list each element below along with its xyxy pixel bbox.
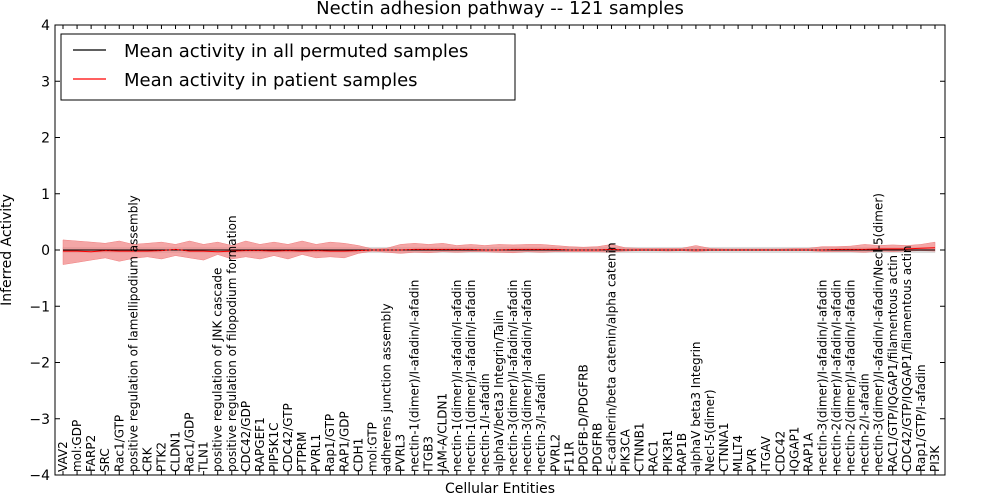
x-tick-label: nectin-3(dimer)/I-afadin/I-afadin bbox=[506, 280, 520, 472]
x-tick-label: nectin-1/I-afadin bbox=[478, 373, 492, 472]
x-tick-label: E-cadherin/beta catenin/alpha catenin bbox=[605, 242, 619, 472]
x-tick-label: PIK3R1 bbox=[661, 430, 675, 472]
x-tick-label: RAC1 bbox=[647, 440, 661, 472]
x-tick-label: ITGAV bbox=[759, 435, 773, 472]
x-tick-label: MLLT4 bbox=[731, 435, 745, 472]
x-tick-label: PI3K bbox=[928, 445, 942, 472]
y-tick-label: 4 bbox=[41, 18, 50, 34]
x-tick-label: JAM-A/CLDN1 bbox=[436, 393, 450, 473]
x-tick-label: mol:GDP bbox=[70, 420, 84, 472]
x-tick-label: PDGFRB bbox=[590, 423, 604, 472]
x-tick-label: nectin-2(dimer)/I-afadin/I-afadin bbox=[830, 280, 844, 472]
x-tick-label: positive regulation of filopodium format… bbox=[225, 215, 239, 472]
x-tick-label: alphaV/beta3 Integrin/Talin bbox=[492, 310, 506, 472]
y-tick-label: 2 bbox=[41, 131, 50, 147]
x-tick-label: RAP1/GDP bbox=[337, 411, 351, 472]
x-tick-label: RAP1B bbox=[675, 433, 689, 472]
x-tick-label: CDH1 bbox=[351, 438, 365, 472]
x-tick-label: Rap1/GTP bbox=[323, 414, 337, 472]
bands bbox=[62, 239, 936, 265]
x-tick-label: CTNNB1 bbox=[633, 422, 647, 472]
legend: Mean activity in all permuted samples Me… bbox=[60, 33, 516, 101]
x-tick-label: CTNNA1 bbox=[717, 422, 731, 472]
y-tick-label: −2 bbox=[29, 356, 50, 372]
x-tick-label: Rap1/GTP/I-afadin bbox=[914, 364, 928, 472]
x-tick-label: nectin-3/I-afadin bbox=[534, 373, 548, 472]
x-tick-label: nectin-3(dimer)/I-afadin/I-afadin/Necl-5… bbox=[872, 193, 886, 472]
y-tick-label: −4 bbox=[29, 468, 50, 484]
x-tick-label: nectin-2(dimer)/I-afadin/I-afadin bbox=[844, 280, 858, 472]
x-tick-label: CLDN1 bbox=[169, 431, 183, 472]
x-tick-label: TLN1 bbox=[197, 441, 211, 473]
x-tick-label: PDGFB-D/PDGFRB bbox=[576, 364, 590, 472]
y-axis-label: Inferred Activity bbox=[0, 194, 15, 306]
x-tick-label: RAC1/GTP/IQGAP1/filamentous actin bbox=[886, 255, 900, 472]
x-tick-label: CDC42/GDP bbox=[239, 401, 253, 472]
x-tick-label: PIK3CA bbox=[619, 428, 633, 472]
x-tick-label: Necl-5(dimer) bbox=[703, 389, 717, 472]
x-tick-label: PTK2 bbox=[154, 442, 168, 472]
x-tick-label: nectin-3(dimer)/I-afadin/I-afadin bbox=[520, 280, 534, 472]
x-tick-label: PVRL2 bbox=[548, 434, 562, 472]
band-1 bbox=[62, 239, 936, 265]
x-tick-label: nectin-1(dimer)/I-afadin/I-afadin bbox=[450, 280, 464, 472]
y-tick-label: −3 bbox=[29, 412, 50, 428]
x-tick-label: VAV2 bbox=[56, 441, 70, 472]
x-tick-label: SRC bbox=[98, 448, 112, 472]
x-tick-label: IQGAP1 bbox=[787, 427, 801, 472]
x-tick-label: mol:GTP bbox=[365, 422, 379, 472]
x-tick-label: PIP5K1C bbox=[267, 422, 281, 472]
x-tick-label: nectin-3(dimer)/I-afadin/I-afadin bbox=[815, 280, 829, 472]
x-tick-label: adherens junction assembly bbox=[379, 303, 393, 472]
x-tick-label: CRK bbox=[140, 446, 154, 472]
x-tick-label: CDC42/GTP bbox=[281, 403, 295, 472]
legend-label-permuted: Mean activity in all permuted samples bbox=[124, 41, 468, 62]
chart-title: Nectin adhesion pathway -- 121 samples bbox=[316, 0, 684, 19]
x-tick-label: Rac1/GTP bbox=[112, 415, 126, 472]
x-tick-label: CDC42/GTP/IQGAP1/filamentous actin bbox=[900, 246, 914, 472]
legend-label-patient: Mean activity in patient samples bbox=[124, 70, 418, 91]
x-tick-label: PTPRM bbox=[295, 432, 309, 473]
y-tick-label: 1 bbox=[41, 187, 50, 203]
x-tick-label: positive regulation of lamellipodium ass… bbox=[126, 195, 140, 472]
y-tick-label: 3 bbox=[41, 74, 50, 90]
x-tick-label: PVRL1 bbox=[309, 434, 323, 472]
x-tick-label: RAP1A bbox=[801, 432, 815, 472]
x-axis-label: Cellular Entities bbox=[445, 481, 555, 497]
series-lines bbox=[63, 247, 936, 253]
x-tick-label: ITGB3 bbox=[422, 436, 436, 472]
y-tick-label: −1 bbox=[29, 299, 50, 315]
x-tick-label: alphaV beta3 Integrin bbox=[689, 341, 703, 472]
x-tick-label: positive regulation of JNK cascade bbox=[211, 268, 225, 472]
x-tick-label: F11R bbox=[562, 441, 576, 472]
x-tick-label: nectin-2/I-afadin bbox=[858, 373, 872, 472]
x-tick-label: PVR bbox=[745, 448, 759, 472]
x-tick-label: CDC42 bbox=[773, 431, 787, 472]
x-tick-label: nectin-1(dimer)/I-afadin/I-afadin bbox=[464, 280, 478, 472]
x-tick-label: RAPGEF1 bbox=[253, 417, 267, 472]
y-tick-label: 0 bbox=[41, 243, 50, 259]
legend-box bbox=[60, 33, 516, 101]
x-tick-label: Rac1/GDP bbox=[183, 413, 197, 472]
axes: −4 −3 −2 −1 0 1 2 3 4 bbox=[29, 18, 946, 484]
x-tick-label: FARP2 bbox=[84, 435, 98, 472]
x-tick-label: PVRL3 bbox=[394, 434, 408, 472]
x-tick-label: nectin-1(dimer)/I-afadin/I-afadin bbox=[408, 280, 422, 472]
